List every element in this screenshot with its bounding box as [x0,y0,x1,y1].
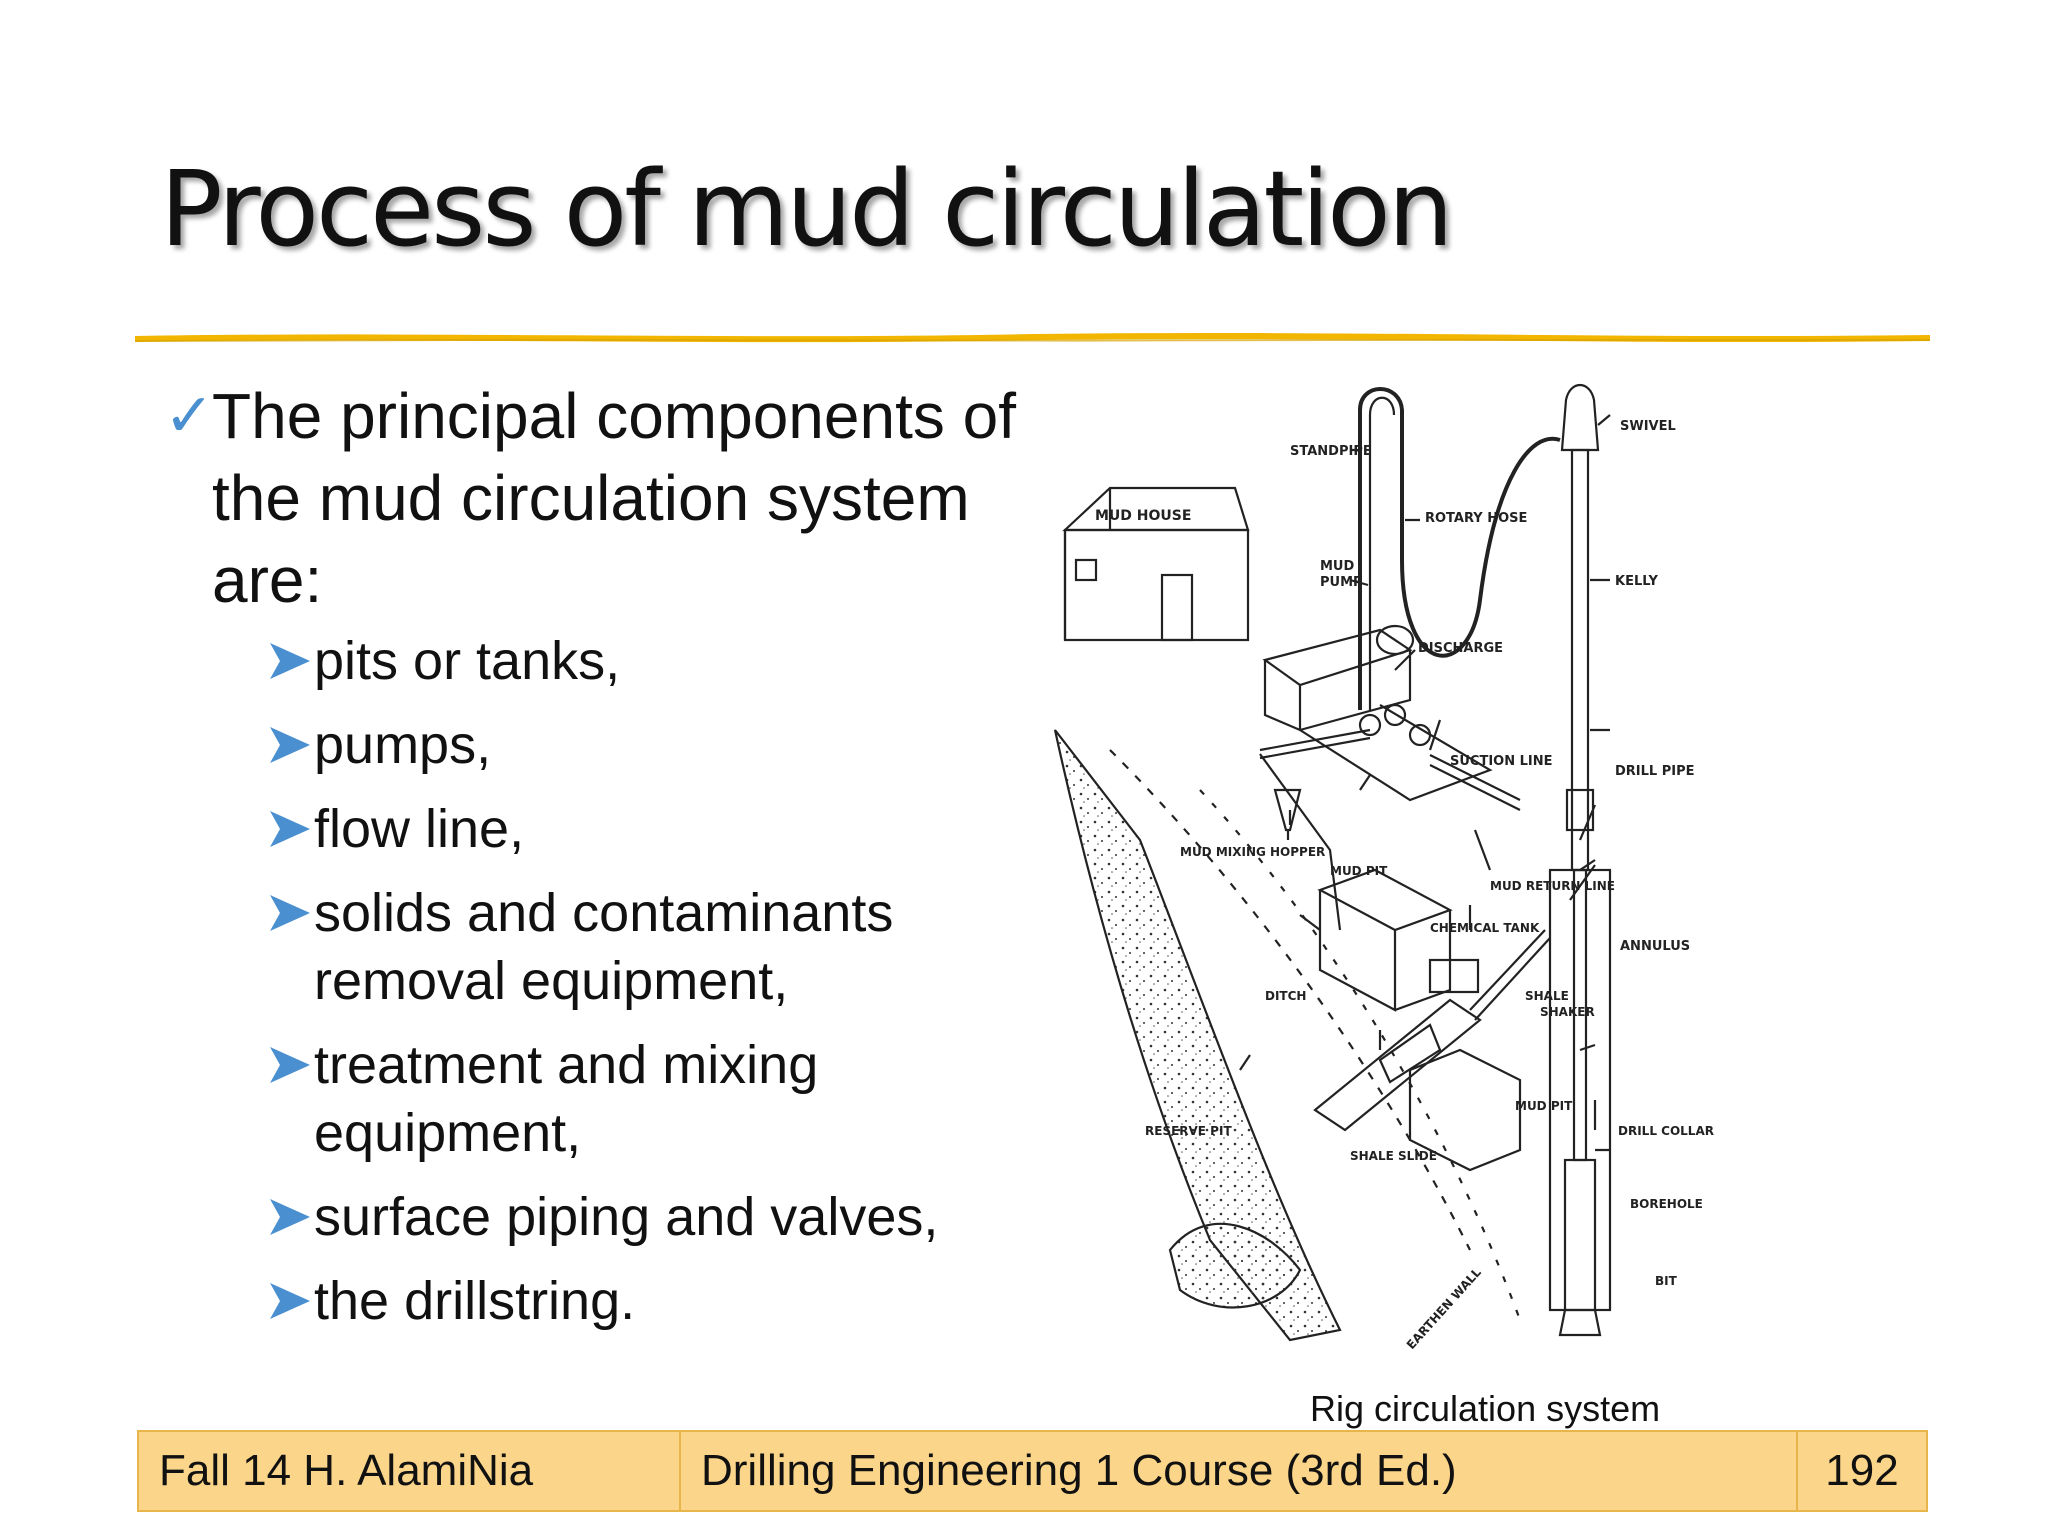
mud-return-line [1469,929,1551,1021]
list-item: solids and contaminants removal equipmen… [160,879,1020,1015]
mud-mixing-hopper [1273,788,1302,832]
arrow-bullet-icon [270,1047,310,1083]
footer-course: Drilling Engineering 1 Course (3rd Ed.) [681,1432,1798,1510]
title-underline [135,332,1930,343]
label-mud-return-line: MUD RETURN LINE [1490,879,1615,893]
slide-title: Process of mud circulation [160,148,1454,270]
label-mud-pit-upper: MUD PIT [1330,864,1388,878]
label-annulus: ANNULUS [1620,939,1690,954]
mud-pit-lower [1408,1048,1522,1172]
label-bit: BIT [1655,1274,1678,1288]
arrow-bullet-icon [270,1283,310,1319]
list-item: the drillstring. [160,1267,1020,1335]
label-shale-slide: SHALE SLIDE [1350,1149,1437,1163]
label-suction-line: SUCTION LINE [1450,754,1553,769]
standpipe [1358,387,1561,710]
label-kelly: KELLY [1615,574,1658,589]
slide-footer: Fall 14 H. AlamiNia Drilling Engineering… [137,1430,1928,1512]
bullet-list: ✓ The principal components of the mud ci… [160,375,1020,1351]
arrow-bullet-icon [270,895,310,931]
checkmark-icon: ✓ [164,382,215,449]
component-list: pits or tanks, pumps, flow line, solids … [160,627,1020,1335]
list-item: treatment and mixing equipment, [160,1031,1020,1167]
label-rotary-hose: ROTARY HOSE [1425,511,1527,526]
intro-bullet: ✓ The principal components of the mud ci… [160,375,1020,621]
list-item: surface piping and valves, [160,1183,1020,1251]
label-shale-shaker-2: SHAKER [1540,1005,1595,1019]
label-ditch: DITCH [1265,989,1306,1003]
rig-circulation-diagram: MUD HOUSE STANDPIPE SWIVEL ROTARY HOSE M… [1053,383,1714,1352]
label-swivel: SWIVEL [1620,419,1676,434]
footer-author: Fall 14 H. AlamiNia [139,1432,681,1510]
arrow-bullet-icon [270,727,310,763]
label-drill-collar: DRILL COLLAR [1618,1124,1714,1138]
footer-page-number: 192 [1825,1446,1899,1495]
label-discharge: DISCHARGE [1418,641,1503,656]
mud-pump [1262,624,1493,802]
label-shale-shaker-1: SHALE [1525,989,1569,1003]
label-mud-mixing-hopper: MUD MIXING HOPPER [1180,845,1325,859]
label-mud-house: MUD HOUSE [1095,508,1191,524]
mud-house [1062,486,1250,642]
label-reserve-pit: RESERVE PIT [1145,1124,1232,1138]
arrow-bullet-icon [270,811,310,847]
arrow-bullet-icon [270,1199,310,1235]
label-earthen-wall: EARTHEN WALL [1404,1265,1484,1352]
earthen-wall [1053,729,1342,1342]
intro-text: The principal components of the mud circ… [212,380,1016,616]
figure-caption: Rig circulation system [1310,1388,1661,1429]
label-mud-pit-lower: MUD PIT [1515,1099,1573,1113]
list-item: flow line, [160,795,1020,863]
label-drill-pipe: DRILL PIPE [1615,764,1695,779]
label-borehole: BOREHOLE [1630,1197,1703,1211]
shale-shaker [1313,998,1482,1132]
label-mud-pump-1: MUD [1320,559,1354,574]
drillstring [1548,383,1612,1337]
arrow-bullet-icon [270,643,310,679]
list-item: pits or tanks, [160,627,1020,695]
mud-pit-upper [1317,868,1480,1012]
reserve-pit [1168,1222,1302,1309]
label-mud-pump-2: PUMP [1320,575,1363,590]
label-chemical-tank: CHEMICAL TANK [1430,921,1540,935]
list-item: pumps, [160,711,1020,779]
label-standpipe: STANDPIPE [1290,444,1372,459]
